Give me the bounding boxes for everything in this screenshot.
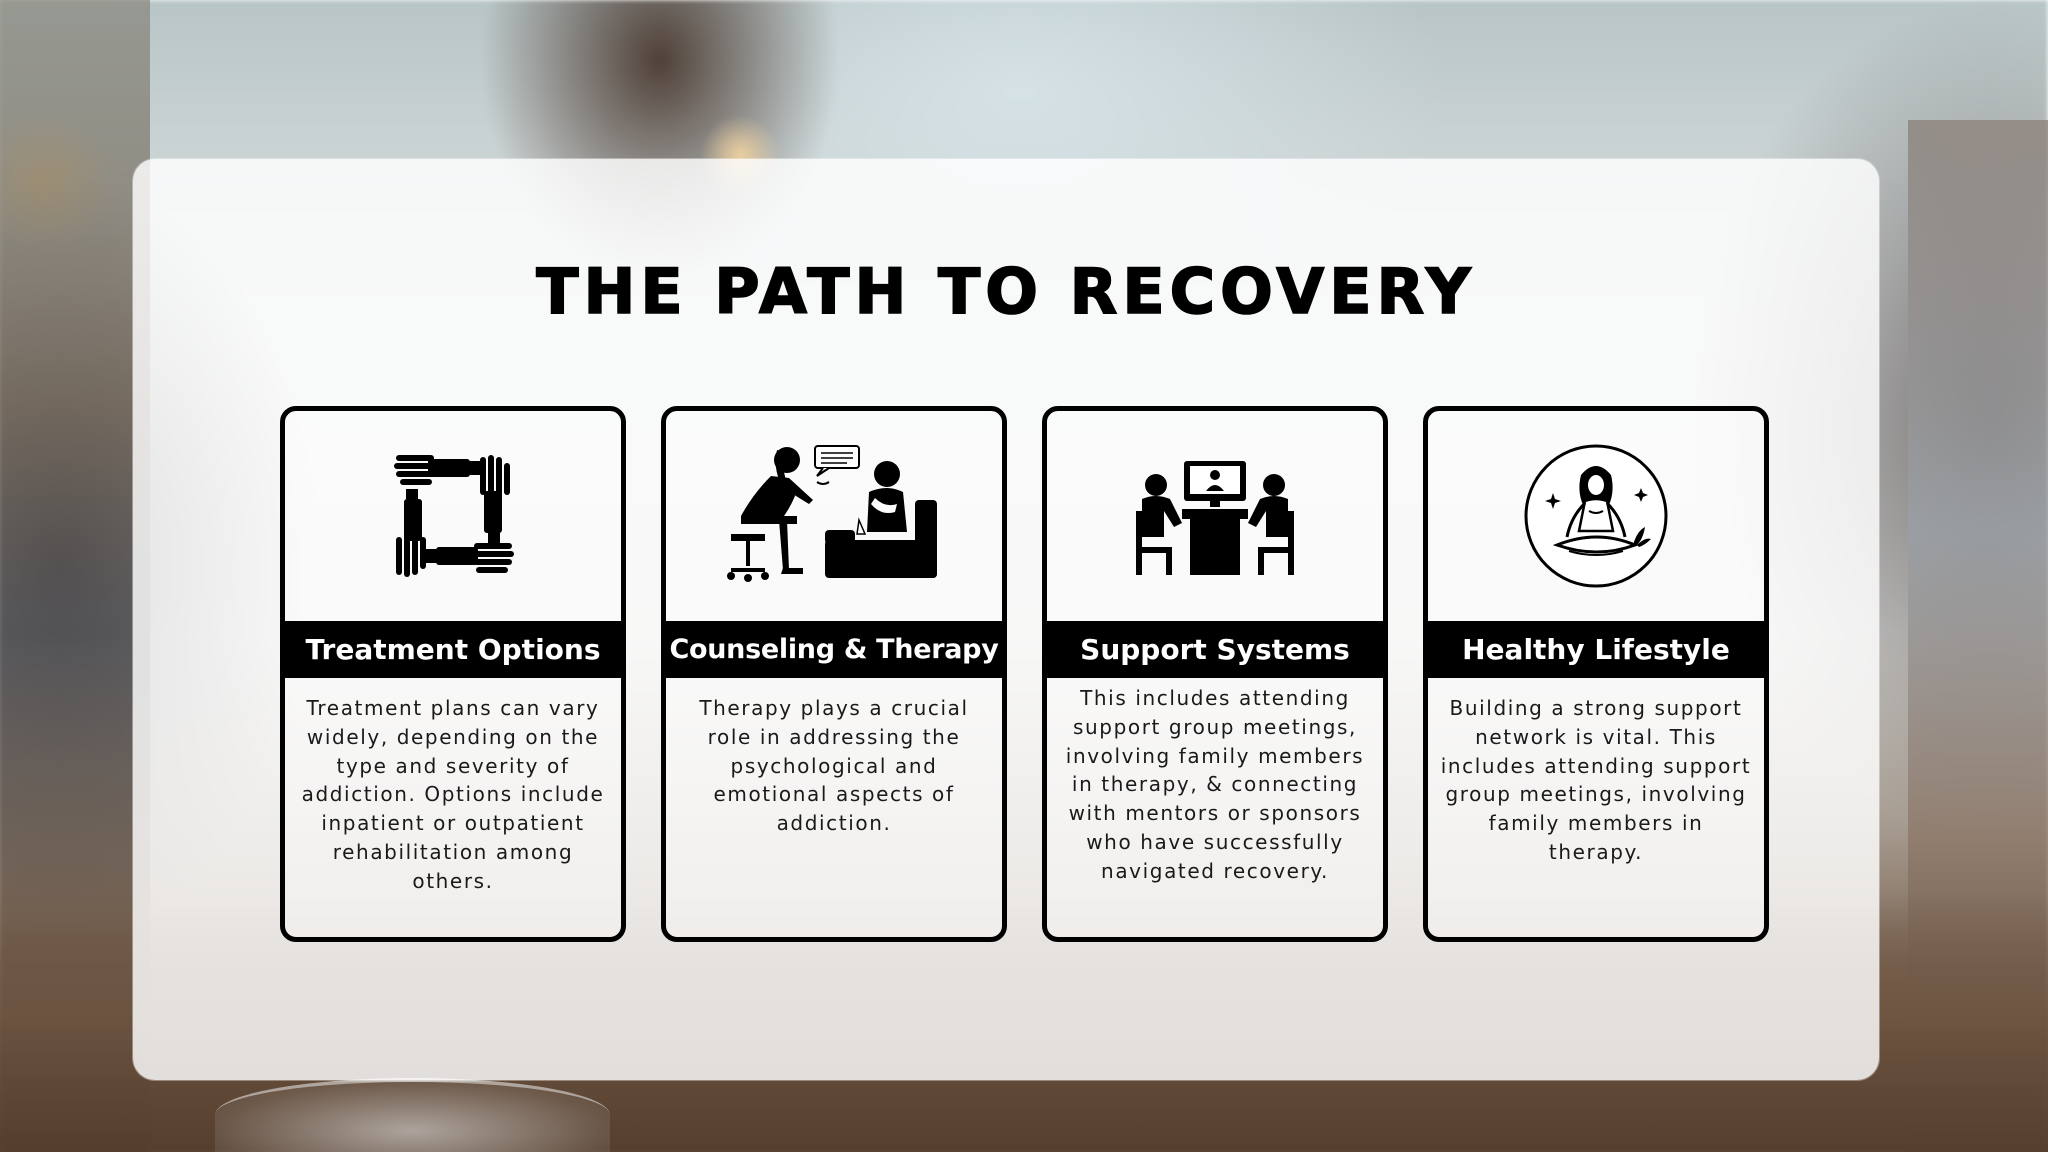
card-heading: Counseling & Therapy (666, 621, 1002, 678)
card-heading-text: Counseling & Therapy (669, 634, 999, 665)
card-heading: Healthy Lifestyle (1428, 621, 1764, 678)
card-healthy-lifestyle: Healthy Lifestyle Building a strong supp… (1423, 406, 1769, 942)
card-support-systems: Support Systems This includes attending … (1042, 406, 1388, 942)
cards-row: Treatment Options Treatment plans can va… (280, 406, 1769, 942)
card-heading-text: Treatment Options (305, 633, 601, 666)
card-heading-text: Support Systems (1080, 633, 1350, 666)
meditation-icon (1428, 411, 1764, 620)
card-description: Treatment plans can vary widely, dependi… (301, 696, 605, 893)
page-title: THE PATH TO RECOVERY (535, 254, 1476, 329)
hands-circle-icon (285, 411, 621, 620)
therapy-session-icon (666, 411, 1002, 620)
card-description: This includes attending support group me… (1065, 686, 1365, 883)
wine-glass-base (215, 1078, 610, 1152)
card-heading: Support Systems (1047, 621, 1383, 678)
card-heading: Treatment Options (285, 621, 621, 678)
card-heading-text: Healthy Lifestyle (1462, 633, 1730, 666)
card-counseling-therapy: Counseling & Therapy Therapy plays a cru… (661, 406, 1007, 942)
card-treatment-options: Treatment Options Treatment plans can va… (280, 406, 626, 942)
card-description: Building a strong support network is vit… (1440, 696, 1752, 864)
video-meeting-icon (1047, 411, 1383, 620)
card-description: Therapy plays a crucial role in addressi… (699, 696, 969, 836)
content-panel: THE PATH TO RECOVERY (133, 159, 1879, 1080)
